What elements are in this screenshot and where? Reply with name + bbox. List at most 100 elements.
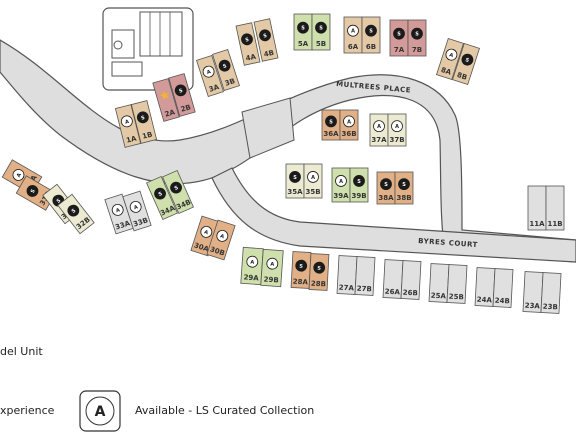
sold-badge-icon <box>259 29 271 42</box>
lot-11a[interactable]: 11A <box>527 185 547 231</box>
sold-badge-icon <box>325 115 337 128</box>
lot-8a[interactable]: 8A A <box>436 37 464 81</box>
lot-23a[interactable]: 23A <box>522 271 544 313</box>
model-unit-star-icon: ★ <box>158 87 172 103</box>
badge-letter: A <box>347 119 351 125</box>
lot-5a[interactable]: 5AS <box>293 13 313 51</box>
lot-label: 8A <box>440 66 453 77</box>
available-badge-icon <box>12 169 25 181</box>
lot-label: 24A <box>477 296 493 305</box>
badge-letter: A <box>395 124 399 130</box>
lot-7a[interactable]: 7AS <box>389 19 409 57</box>
sold-badge-icon <box>365 24 377 37</box>
lot-38b[interactable]: 38B S <box>394 171 414 205</box>
available-badge-icon <box>120 115 133 128</box>
badge-letter: A <box>124 119 129 126</box>
lot-label: 36A <box>323 130 339 138</box>
lot-2a[interactable]: 2A★ <box>152 78 180 122</box>
lot-shape <box>492 268 514 308</box>
sold-badge-icon <box>380 178 392 191</box>
lot-shape <box>540 272 562 314</box>
lot-6a[interactable]: 6AA <box>343 16 363 54</box>
lot-39b[interactable]: 39B S <box>349 167 369 203</box>
lot-label: 39B <box>351 192 366 200</box>
lot-2b[interactable]: 2BS <box>168 73 196 117</box>
legend-model-unit-label: del Unit <box>0 345 43 358</box>
lot-4b[interactable]: 4BS <box>253 18 279 62</box>
lot-24a[interactable]: 24A <box>474 267 496 307</box>
badge-letter: A <box>351 29 355 35</box>
lot-1b[interactable]: 1BS <box>130 100 158 144</box>
lot-label: 11B <box>547 220 562 228</box>
lot-11b[interactable]: 11B <box>545 185 565 231</box>
badge-letter: A <box>203 229 209 236</box>
badge-letter: S <box>158 191 164 198</box>
lot-4a[interactable]: 4AS <box>235 22 261 66</box>
available-badge-icon <box>200 225 213 238</box>
badge-letter: S <box>178 88 183 95</box>
lot-shape <box>152 78 180 122</box>
sold-badge-icon <box>154 187 166 200</box>
sold-badge-icon <box>289 171 301 183</box>
lot-shape <box>354 256 376 296</box>
lot-label: 3A <box>208 83 221 94</box>
lot-8b[interactable]: 8BS <box>452 42 480 86</box>
lot-label: 23A <box>524 302 540 311</box>
available-badge-icon <box>343 115 355 128</box>
badge-letter: A <box>270 262 274 268</box>
lot-26b[interactable]: 26B <box>400 260 422 300</box>
lot-23b[interactable]: 23B <box>540 272 562 314</box>
lot-25a[interactable]: 25A <box>428 263 450 303</box>
lot-6b[interactable]: 6BS <box>361 16 381 54</box>
badge-letter: S <box>357 179 361 185</box>
badge-letter: A <box>133 204 139 211</box>
lot-label: 38A <box>378 194 394 202</box>
lot-label: 5A <box>298 40 309 48</box>
lot-24b[interactable]: 24B <box>492 268 514 308</box>
lot-3a[interactable]: 3AA <box>196 54 224 98</box>
lot-label: 24B <box>495 297 510 306</box>
lot-label: 37B <box>389 136 404 144</box>
badge-letter: S <box>402 182 406 188</box>
lot-label: 1B <box>141 130 153 140</box>
lot-label: 38B <box>396 194 411 202</box>
available-badge-icon <box>129 200 142 213</box>
lot-label: 28B <box>311 280 326 289</box>
lot-27b[interactable]: 27B <box>354 256 376 296</box>
badge-letter: S <box>71 208 78 215</box>
road-byres-court <box>211 167 576 263</box>
lot-5b[interactable]: 5BS <box>311 13 331 51</box>
badge-letter: S <box>174 185 180 192</box>
available-badge-icon <box>266 257 279 270</box>
available-badge-icon <box>373 120 385 133</box>
lot-27a[interactable]: 27A <box>336 255 358 295</box>
lot-3b[interactable]: 3BS <box>212 48 240 92</box>
lot-1a[interactable]: 1AA <box>114 104 142 148</box>
lot-26a[interactable]: 26A <box>382 259 404 299</box>
badge-letter: A <box>311 175 315 181</box>
lot-37b[interactable]: 37B A <box>387 113 407 147</box>
badge-letter: A <box>448 52 454 59</box>
lot-25b[interactable]: 25B <box>446 264 468 304</box>
lot-7b[interactable]: 7BS <box>407 19 427 57</box>
lot-label: 7A <box>394 46 405 54</box>
available-badge-icon <box>111 203 124 216</box>
